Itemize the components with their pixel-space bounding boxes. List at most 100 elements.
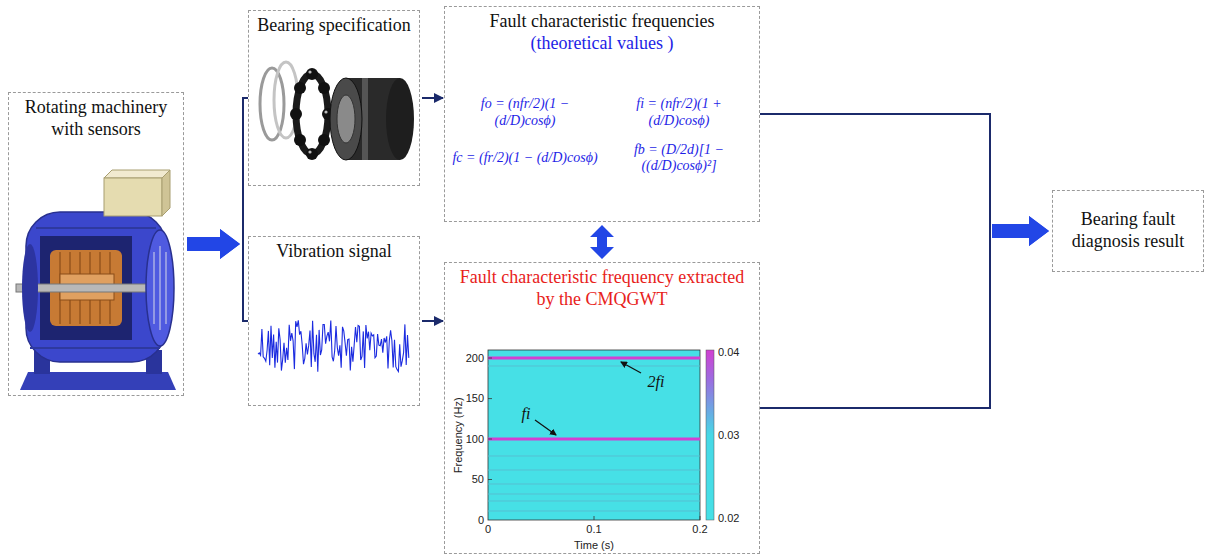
bearing-illustration — [290, 68, 334, 160]
correspondence-arrow — [590, 225, 614, 259]
tick-label: 100 — [466, 433, 484, 446]
time-frequency-plot — [594, 516, 595, 520]
bearing-illustration — [294, 134, 306, 146]
bearing-illustration — [386, 78, 414, 160]
tick-label: 0 — [485, 523, 491, 536]
time-frequency-plot — [488, 456, 700, 457]
peak-annotation: 2fi — [648, 373, 665, 391]
box-title: Fault characteristic frequency extracted… — [451, 267, 753, 310]
merge-bracket — [760, 231, 990, 408]
motor-illustration — [166, 252, 167, 324]
motor-illustration — [160, 246, 161, 330]
time-frequency-plot — [488, 439, 492, 440]
motor-illustration — [146, 230, 174, 346]
motor-illustration — [22, 244, 38, 332]
time-frequency-plot — [621, 362, 641, 373]
colorbar-value: 0.04 — [718, 346, 739, 359]
result-box: Bearing fault diagnosis result — [1052, 190, 1204, 272]
machine-box: Rotating machinery with sensors — [8, 92, 184, 396]
connector — [760, 216, 1049, 408]
tick-label: 50 — [472, 473, 484, 486]
time-frequency-plot — [488, 366, 700, 511]
time-frequency-plot — [488, 366, 700, 367]
arrow-line — [422, 97, 443, 99]
time-frequency-plot — [706, 350, 714, 520]
motor-illustration — [30, 347, 160, 349]
time-frequency-plot — [488, 470, 700, 471]
tick-label: 0 — [478, 514, 484, 527]
connector — [187, 229, 248, 321]
time-frequency-plot — [488, 358, 492, 359]
box-title: Vibration signal — [276, 241, 391, 263]
connector — [187, 98, 248, 259]
box-title: Bearing specification — [257, 15, 410, 37]
motor-illustration — [154, 246, 166, 330]
time-frequency-plot — [488, 484, 700, 485]
flow-arrow — [992, 216, 1049, 246]
bearing-illustration — [308, 70, 327, 153]
bearing-illustration — [337, 95, 355, 143]
peak-annotation: fi — [522, 405, 531, 423]
bearing-illustration — [306, 68, 318, 80]
bearing-illustration — [294, 82, 306, 94]
formula: fo = (nfr/2)(1 − (d/D)cosϕ) — [451, 96, 599, 130]
time-frequency-plot — [488, 358, 700, 520]
connector — [422, 98, 443, 99]
box-title: Bearing fault diagnosis result — [1059, 209, 1197, 252]
motor-illustration — [104, 170, 170, 178]
tick-label: 200 — [466, 352, 484, 365]
merge-bracket — [760, 114, 990, 231]
motor-illustration — [162, 170, 170, 216]
tick-label: 0.2 — [692, 523, 707, 536]
connector — [422, 321, 443, 322]
flow-arrow — [187, 229, 240, 259]
motor-illustration — [20, 372, 176, 390]
formula-grid: fo = (nfr/2)(1 − (d/D)cosϕ)fi = (nfr/2)(… — [451, 54, 753, 217]
box-title: Fault characteristic frequencies — [490, 11, 715, 33]
time-frequency-plot — [488, 494, 700, 495]
bearing-illustration — [290, 108, 302, 120]
connector — [760, 114, 1049, 246]
time-frequency-plot — [488, 511, 700, 512]
time-frequency-plot — [488, 357, 700, 360]
motor-illustration — [16, 170, 176, 390]
formula: fi = (nfr/2)(1 + (d/D)cosϕ) — [605, 96, 753, 130]
connector — [590, 225, 614, 259]
motor-illustration — [154, 252, 155, 324]
axis-title: Time (s) — [574, 539, 614, 552]
vibration-waveform — [258, 320, 409, 372]
time-frequency-plot — [488, 350, 714, 520]
theory-box: Fault characteristic frequencies(theoret… — [444, 6, 760, 222]
time-frequency-plot — [488, 398, 492, 399]
bearing-illustration — [330, 78, 362, 160]
bearing-illustration — [306, 148, 318, 160]
bearing-illustration — [260, 68, 284, 140]
arrow-line — [422, 320, 443, 322]
bearing-illustration — [308, 70, 311, 73]
time-frequency-plot — [488, 350, 700, 520]
bearing-illustration — [318, 82, 330, 94]
formula: fb = (D/2d)[1 − ((d/D)cosϕ)²] — [605, 142, 753, 176]
extraction-box: Fault characteristic frequency extracted… — [444, 262, 760, 554]
box-subtitle: (theoretical values ) — [531, 33, 674, 55]
box-title: Rotating machinery with sensors — [15, 97, 177, 140]
bearing-illustration — [362, 78, 368, 160]
signal-box: Vibration signal — [248, 236, 420, 406]
colorbar-value: 0.02 — [718, 512, 739, 525]
time-frequency-plot — [488, 479, 492, 480]
bearing-illustration — [318, 134, 330, 146]
flow-arrow — [187, 229, 240, 259]
tick-label: 0.1 — [586, 523, 601, 536]
bearing-illustration — [324, 110, 327, 113]
colorbar-value: 0.03 — [718, 429, 739, 442]
flow-arrow — [992, 216, 1049, 246]
formula: fc = (fr/2)(1 − (d/D)cosϕ) — [451, 150, 599, 167]
motor-illustration — [104, 178, 162, 216]
time-frequency-plot — [700, 516, 701, 520]
time-frequency-plot — [535, 420, 556, 435]
bearing-spec-box: Bearing specification — [248, 10, 420, 186]
bearing-illustration — [308, 150, 311, 153]
bearing-illustration — [260, 62, 414, 160]
motor-illustration — [36, 227, 156, 229]
